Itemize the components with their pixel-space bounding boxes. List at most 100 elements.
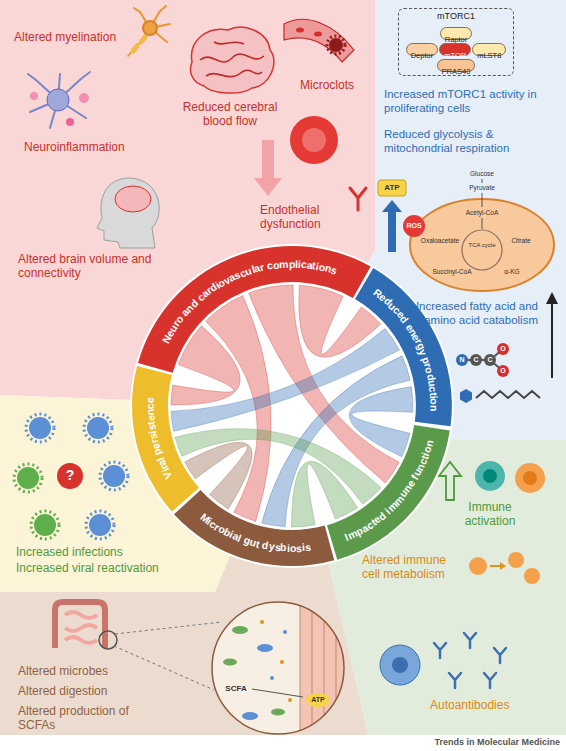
blood-vessel-icon	[284, 19, 354, 62]
text-label: Trends in Molecular Medicine	[434, 737, 560, 748]
text-label: O	[500, 345, 505, 353]
gut-zoom	[280, 660, 284, 664]
blood-vessel-icon	[314, 32, 322, 37]
gut-zoom	[271, 709, 285, 716]
gut-zoom	[223, 659, 237, 666]
segment-letter: c	[145, 403, 156, 409]
text-label: Glucose	[470, 170, 494, 178]
gut-zoom	[210, 600, 350, 740]
segment-letter: b	[280, 542, 287, 553]
red-blood-cell-icon	[302, 128, 326, 152]
text-label: Endothelial dysfunction	[260, 203, 346, 232]
neuron-icon	[128, 6, 170, 56]
virus-icon	[100, 462, 128, 490]
virus-icon	[103, 465, 125, 487]
neuron-icon	[134, 6, 170, 42]
immune-cell-icon	[392, 657, 408, 673]
neuroinflammation-icon	[30, 92, 38, 100]
pill-text: PRAS40	[442, 66, 471, 77]
text-label: Altered digestion	[18, 684, 107, 698]
neuron-icon	[133, 37, 145, 51]
text-label: ROS	[406, 222, 421, 230]
red-blood-cell-icon	[254, 140, 282, 196]
segment-label: Reduced energy production	[353, 266, 454, 428]
segment-label: Viral persistence	[130, 364, 201, 514]
brain-icon	[191, 27, 274, 93]
neuron-icon	[143, 21, 157, 35]
ring-segment-shape	[172, 488, 336, 568]
blood-vessel-icon	[329, 38, 343, 52]
text-label: Citrate	[511, 237, 530, 245]
virus-icon	[57, 463, 83, 489]
text-label: Oxaloacetate	[421, 237, 459, 245]
gut-zoom	[260, 620, 264, 624]
virus-icon	[89, 514, 111, 536]
segment-letter: t	[255, 538, 261, 549]
amino-acid-icon	[497, 365, 509, 377]
segment-letter: s	[304, 542, 311, 553]
text-label: Succinyl-CoA	[432, 268, 471, 276]
neuroinflammation-icon	[79, 93, 89, 103]
text-label: O	[500, 367, 505, 375]
text-label: Microclots	[300, 78, 354, 92]
text-label: Altered microbes	[18, 664, 108, 678]
virus-icon	[17, 467, 39, 489]
neuroinflammation-icon	[47, 89, 69, 111]
ring-segment-shape	[174, 490, 334, 566]
neuroinflammation-icon	[66, 118, 74, 126]
fatty-acid-icon	[460, 389, 540, 403]
blood-vessel-icon	[284, 19, 354, 62]
mitochondrion-icon	[378, 180, 406, 196]
ring-segment-shape	[138, 246, 371, 373]
segment-letter: e	[145, 415, 156, 422]
segment-label: Impacted immune function	[325, 423, 452, 562]
head-icon	[97, 178, 159, 248]
amino-acid-icon	[456, 354, 468, 366]
mitochondrion-icon	[462, 230, 502, 270]
text-label: TCA cycle	[468, 242, 496, 250]
virus-icon	[86, 511, 114, 539]
gut-zoom	[300, 600, 336, 740]
blood-vessel-icon	[327, 36, 345, 54]
text-label: ?	[66, 467, 75, 484]
virus-icon	[14, 464, 42, 492]
text-label: C	[473, 356, 478, 364]
immune-cell-icon	[380, 645, 420, 685]
mitochondrion-icon	[551, 302, 553, 378]
box-title: mTORC1	[399, 11, 513, 22]
virus-icon	[84, 414, 112, 442]
ring-segment-shape	[130, 364, 201, 514]
amino-acid-icon	[470, 354, 482, 366]
pill-text: mLST8	[477, 50, 501, 61]
amino-acid-icon	[462, 349, 503, 371]
protein-pill: Raptor	[440, 27, 473, 40]
ring-segment-shape	[327, 425, 450, 560]
gut-zoom	[252, 689, 303, 697]
immune-cell-icon	[524, 568, 540, 584]
gut-zoom	[212, 602, 344, 734]
text-label: SCFA	[225, 684, 246, 694]
segment-letter: r	[259, 262, 265, 273]
intestine-icon	[65, 612, 97, 643]
segment-letter: o	[429, 398, 440, 405]
fatty-acid-icon	[460, 389, 472, 403]
protein-pill: PRAS40	[437, 59, 476, 72]
text-label: ATP	[384, 183, 399, 193]
text-label: N	[459, 356, 464, 364]
text-label: Altered production of SCFAs	[18, 704, 136, 732]
gut-zoom	[257, 644, 273, 652]
virus-icon	[31, 511, 59, 539]
segment-letter: s	[274, 542, 281, 553]
brain-icon	[191, 27, 274, 93]
segment-label: Neuro and cardiovascular complications	[136, 244, 373, 375]
red-blood-cell-icon	[254, 116, 366, 210]
neuroinflammation-icon	[28, 72, 90, 128]
red-blood-cell-icon	[290, 116, 338, 164]
immune-cell-icon	[483, 469, 497, 483]
ring-ground	[130, 244, 454, 568]
immune-cell-icon	[439, 462, 461, 500]
segment-letter: p	[289, 259, 295, 270]
protein-pill: Deptor	[406, 43, 439, 56]
text-label: Increased viral reactivation	[16, 561, 159, 575]
